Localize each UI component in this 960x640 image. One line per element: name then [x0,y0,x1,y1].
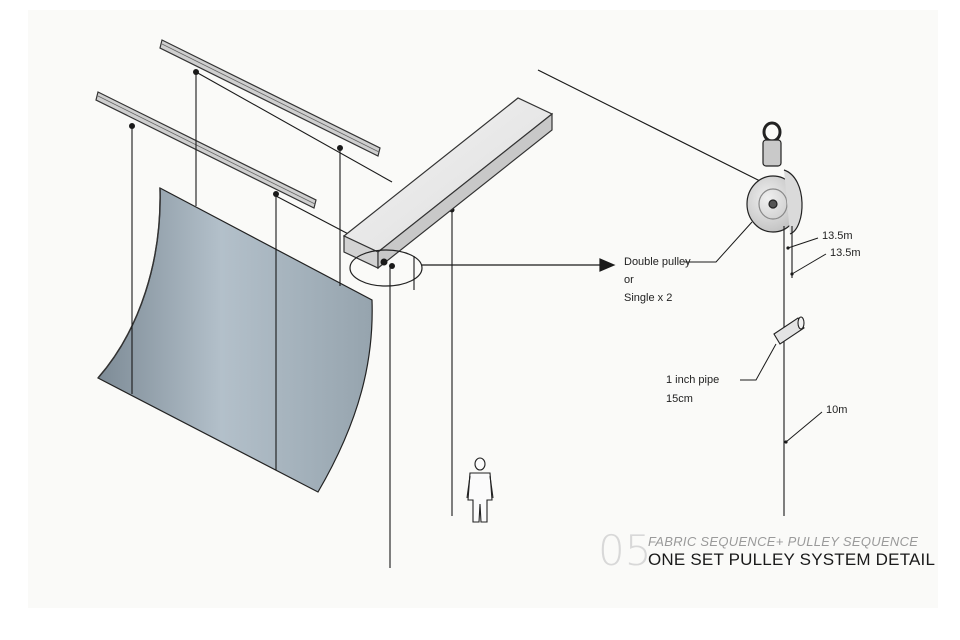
callout-double-pulley: Double pulley [624,256,691,268]
human-scale-figure [466,457,494,523]
upper-rail [159,39,381,157]
pipe-sleeve [773,316,805,345]
callout-single-x2: Single x 2 [624,292,673,304]
main-cable [537,69,771,187]
pulley-highlight-circle [349,249,423,287]
pulley-rope [783,226,793,516]
sheet-number: 05 [598,526,652,575]
fabric-edge [97,187,161,379]
overhead-beam [342,97,554,270]
pipe-length-label: 15cm [666,393,693,405]
fabric-sheet [97,186,373,493]
drawing-subtitle: FABRIC SEQUENCE+ PULLEY SEQUENCE [648,534,919,549]
length-label-c: 10m [826,404,848,416]
callout-arrow [422,258,616,272]
callout-or: or [624,274,634,286]
tick-marks [784,246,794,444]
drawing-title: ONE SET PULLEY SYSTEM DETAIL [648,550,936,569]
leader-lines [684,221,827,443]
pipe-label: 1 inch pipe [666,374,720,386]
length-label-a: 13.5m [822,230,853,242]
rail-clamps [129,69,455,213]
drop-ropes [389,210,453,568]
pulley-block-icon [746,121,803,235]
lower-rail [95,91,317,209]
suspension-cables [131,71,393,470]
length-label-b: 13.5m [830,247,861,259]
